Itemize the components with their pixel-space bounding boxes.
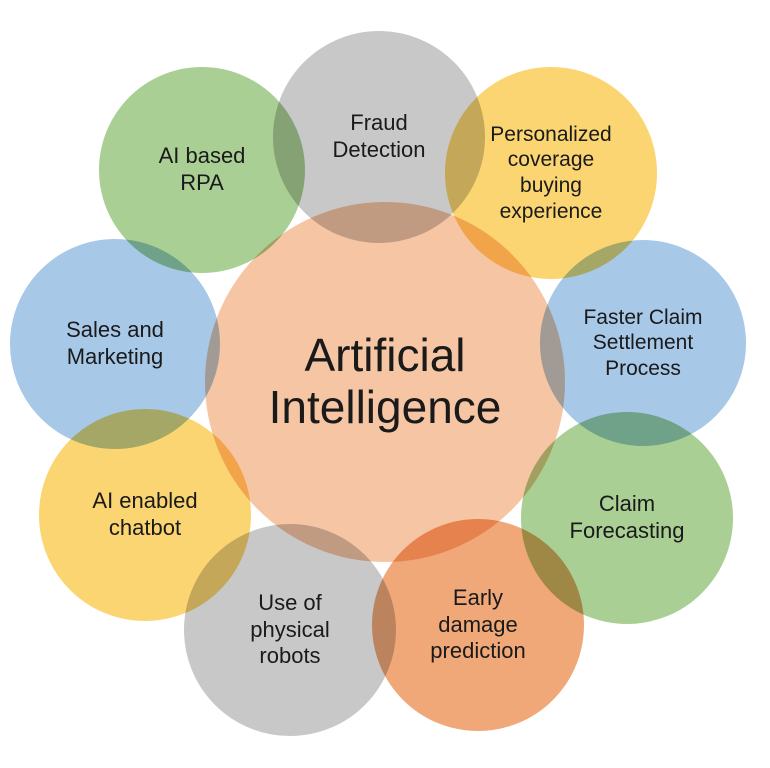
petal-label-early-damage-prediction: Earlydamageprediction bbox=[430, 584, 526, 664]
petal-label-sales-and-marketing: Sales andMarketing bbox=[66, 317, 164, 369]
petal-label-claim-forecasting: ClaimForecasting bbox=[569, 491, 685, 543]
petal-label-ai-enabled-chatbot: AI enabledchatbot bbox=[92, 488, 198, 540]
petal-label-use-of-physical-robots: Use ofphysicalrobots bbox=[250, 589, 330, 669]
petal-label-fraud-detection: FraudDetection bbox=[332, 110, 426, 162]
petal-label-ai-based-rpa: AI basedRPA bbox=[158, 143, 246, 195]
petal-label-faster-claim-settlement: Faster ClaimSettlementProcess bbox=[583, 305, 703, 380]
center-circle: ArtificialIntelligence bbox=[203, 200, 567, 564]
petal-sales-and-marketing: Sales andMarketing bbox=[8, 237, 222, 451]
center-label: ArtificialIntelligence bbox=[268, 329, 502, 433]
petal-label-personalized-coverage: Personalizedcoveragebuyingexperience bbox=[490, 122, 612, 223]
